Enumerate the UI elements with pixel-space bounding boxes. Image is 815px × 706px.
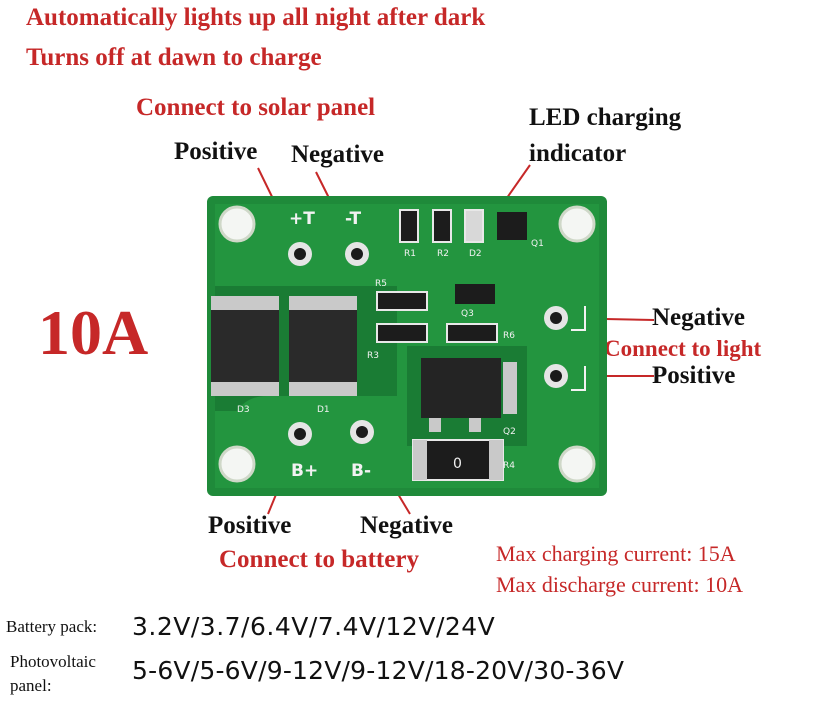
silk-solar-positive: +T xyxy=(289,209,315,229)
battery-connection-title: Connect to battery xyxy=(219,546,419,573)
silk-battery-positive: B+ xyxy=(291,461,318,481)
resistor-r5 xyxy=(376,291,428,311)
max-charging-current: Max charging current: 15A xyxy=(496,541,736,566)
headline-line-2: Turns off at dawn to charge xyxy=(26,44,322,71)
silk-solar-negative: -T xyxy=(345,209,362,229)
led-indicator-label: LED charging indicator xyxy=(529,100,681,172)
silk-r1: R1 xyxy=(404,249,416,259)
light-negative-label: Negative xyxy=(652,304,746,331)
silk-d3: D3 xyxy=(237,405,250,415)
silk-q2: Q2 xyxy=(503,427,516,437)
silk-d1: D1 xyxy=(317,405,330,415)
silk-resistor-code: 0 xyxy=(453,456,462,472)
light-connection-title: Connect to light xyxy=(604,336,762,361)
solar-panel-title: Connect to solar panel xyxy=(136,94,376,121)
battery-pack-label: Battery pack: xyxy=(6,617,98,636)
silk-q1: Q1 xyxy=(531,239,544,249)
led-label-line-1: LED charging xyxy=(529,104,682,131)
resistor-r6 xyxy=(446,323,498,343)
resistor-r1 xyxy=(399,209,419,243)
battery-positive-label: Positive xyxy=(208,512,292,539)
silk-d2: D2 xyxy=(469,249,482,259)
solder-pads xyxy=(288,242,568,446)
max-discharge-current: Max discharge current: 10A xyxy=(496,572,744,597)
transistor-q1 xyxy=(497,212,527,240)
silk-battery-negative: B- xyxy=(351,461,371,481)
transistor-q3 xyxy=(455,284,495,304)
resistor-r3 xyxy=(376,323,428,343)
mosfet-q2 xyxy=(421,358,517,432)
silk-r4: R4 xyxy=(503,461,515,471)
photovoltaic-values: 5-6V/5-6V/9-12V/9-12V/18-20V/30-36V xyxy=(132,656,625,685)
silk-r3: R3 xyxy=(367,351,379,361)
led-label-line-2: indicator xyxy=(529,140,627,167)
silk-r5: R5 xyxy=(375,279,387,289)
diode-d3 xyxy=(211,296,279,396)
current-rating: 10A xyxy=(38,297,149,368)
battery-negative-label: Negative xyxy=(360,512,454,539)
silk-r2: R2 xyxy=(437,249,449,259)
resistor-r2 xyxy=(432,209,452,243)
battery-pack-values: 3.2V/3.7/6.4V/7.4V/12V/24V xyxy=(132,612,496,641)
silk-q3: Q3 xyxy=(461,309,474,319)
mounting-holes xyxy=(218,205,596,483)
solar-negative-label: Negative xyxy=(291,141,385,168)
led-d2 xyxy=(464,209,484,243)
solar-positive-label: Positive xyxy=(174,138,258,165)
diode-d1 xyxy=(289,296,357,396)
pcb-board: +T -T B+ B- R1 R2 D2 Q1 R5 Q3 R3 R6 D3 D… xyxy=(207,196,607,496)
light-positive-label: Positive xyxy=(652,362,736,389)
headline-line-1: Automatically lights up all night after … xyxy=(26,4,486,31)
silk-r6: R6 xyxy=(503,331,515,341)
resistor-r4 xyxy=(412,439,504,481)
photovoltaic-label: Photovoltaic panel: xyxy=(10,652,96,695)
